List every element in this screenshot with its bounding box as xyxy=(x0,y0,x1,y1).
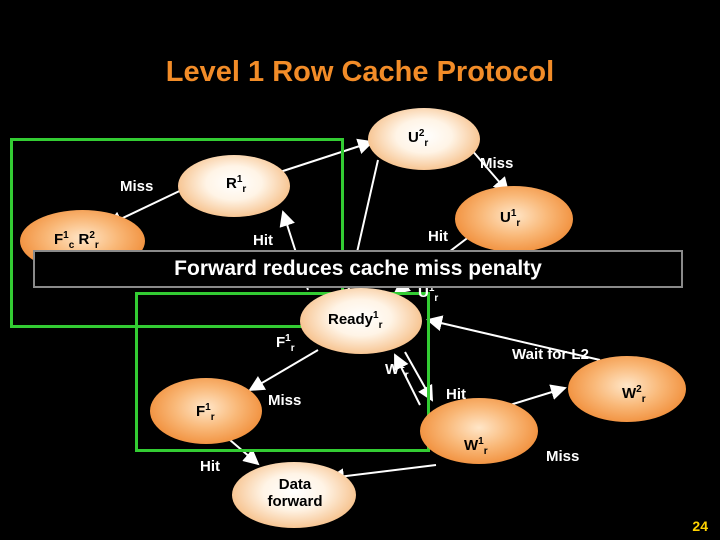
edge-label-hit-r1: Hit xyxy=(253,232,273,249)
node-f1[interactable] xyxy=(150,378,262,444)
edge-label-hit-u1: Hit xyxy=(428,228,448,245)
edge-label-miss-f1: Miss xyxy=(268,392,302,409)
node-u1-label: U1r xyxy=(500,208,521,229)
node-ready[interactable] xyxy=(300,288,422,354)
edge-w2-to-ready xyxy=(426,315,601,361)
node-data-forward-label: Data forward xyxy=(267,476,323,510)
node-w1[interactable] xyxy=(420,398,538,464)
edge-label-f1-ready: F1r xyxy=(276,333,295,354)
callout-banner: Forward reduces cache miss penalty xyxy=(33,250,683,288)
slide-title: Level 1 Row Cache Protocol xyxy=(165,56,555,88)
edge-label-hit-f1: Hit xyxy=(200,458,220,475)
edge-u2-to-u1 xyxy=(469,147,510,194)
node-w2[interactable] xyxy=(568,356,686,422)
edge-label-wait-l2: Wait for L2 xyxy=(512,346,589,363)
node-ready-label: Ready1r xyxy=(328,310,383,331)
node-u2-label: U2r xyxy=(408,128,429,149)
node-f1c-r2-label: F1c R2r xyxy=(54,230,99,251)
node-r1[interactable] xyxy=(178,155,290,217)
edge-label-u1-ready: U1r xyxy=(418,283,439,304)
edge-label-miss-r1: Miss xyxy=(120,178,154,195)
edge-w1-to-ready xyxy=(394,353,421,406)
edge-r1-to-u2 xyxy=(279,138,374,173)
edge-f1-to-dataforward xyxy=(229,439,260,466)
node-r1-label: R1r xyxy=(226,174,247,195)
node-u1[interactable] xyxy=(455,186,573,252)
edge-label-miss-w1: Miss xyxy=(546,448,580,465)
page-number: 24 xyxy=(692,518,708,534)
node-u2[interactable] xyxy=(368,108,480,170)
node-w1-label: W1r xyxy=(464,436,488,457)
edge-label-miss-u2: Miss xyxy=(480,155,514,172)
edge-label-hit-w1: Hit xyxy=(446,386,466,403)
highlight-box-lower xyxy=(135,292,430,452)
highlight-box-left xyxy=(10,138,344,328)
node-w2-label: W2r xyxy=(622,384,646,405)
node-f1-label: F1r xyxy=(196,402,215,423)
edge-w1-to-dataforward xyxy=(328,464,437,485)
node-data-forward[interactable] xyxy=(232,462,356,528)
edge-label-w1-ready: W1r xyxy=(385,360,409,381)
edge-ready-to-f1 xyxy=(248,349,319,392)
